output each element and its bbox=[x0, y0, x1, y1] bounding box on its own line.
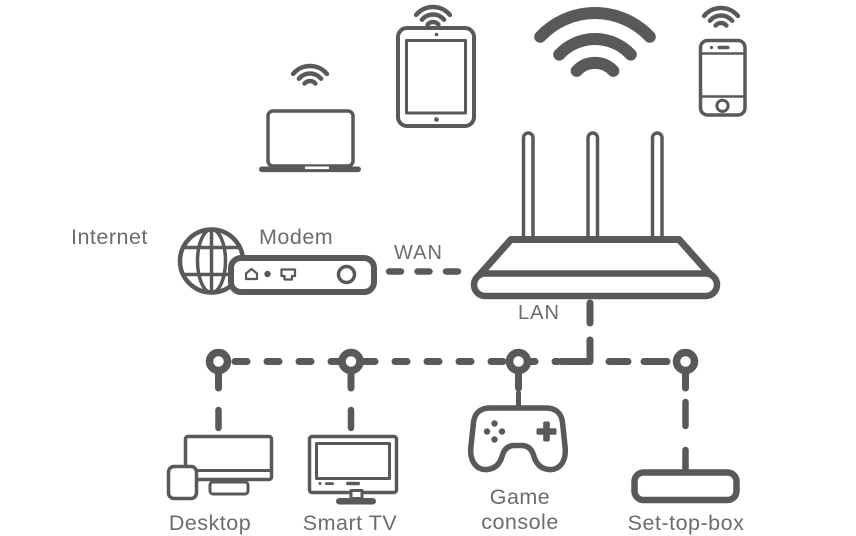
modem-ethernet-port-icon bbox=[280, 268, 297, 281]
desktop-label: Desktop bbox=[168, 511, 252, 535]
router-icon bbox=[470, 131, 721, 300]
tablet-icon bbox=[396, 26, 476, 128]
wifi-icon-phone bbox=[701, 5, 741, 28]
modem-icon bbox=[228, 255, 377, 295]
smart-tv-icon bbox=[307, 434, 399, 505]
wifi-icon-router bbox=[534, 7, 656, 77]
smart-tv-label: Smart TV bbox=[302, 511, 398, 535]
smartphone-icon bbox=[698, 38, 747, 117]
modem-home-port-icon bbox=[244, 267, 259, 281]
modem-label: Modem bbox=[259, 225, 334, 249]
lan-dashed-lines bbox=[231, 299, 671, 365]
internet-label: Internet bbox=[71, 225, 148, 249]
device-drop-cables bbox=[215, 390, 689, 476]
desktop-computer-icon bbox=[166, 434, 274, 501]
laptop-icon bbox=[259, 109, 361, 173]
lan-node-desktop bbox=[205, 348, 232, 392]
modem-led-dot bbox=[264, 270, 271, 278]
lan-label: LAN bbox=[518, 302, 560, 324]
wifi-icon-tablet bbox=[413, 4, 453, 27]
wan-label: WAN bbox=[394, 242, 443, 264]
wifi-icon-laptop bbox=[290, 63, 330, 86]
lan-node-set-top-box bbox=[672, 348, 699, 392]
modem-power-button bbox=[336, 264, 357, 285]
game-console-label: Game console bbox=[481, 485, 559, 534]
lan-node-smart-tv bbox=[338, 348, 364, 392]
lan-node-game-console bbox=[505, 348, 532, 392]
set-top-box-icon bbox=[631, 469, 740, 504]
game-controller-icon bbox=[467, 405, 569, 473]
set-top-box-label: Set-top-box bbox=[627, 511, 745, 535]
